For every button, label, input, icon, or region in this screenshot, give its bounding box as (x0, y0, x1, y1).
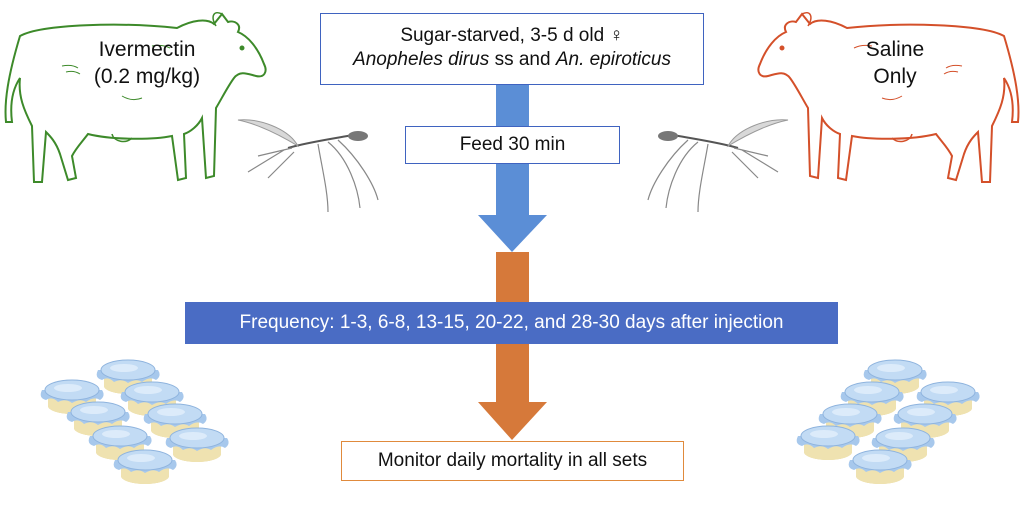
mosquito-icon (237, 118, 379, 213)
mosquito-cup-icon (796, 359, 981, 485)
mosquito-description-line1: Sugar-starved, 3-5 d old ♀ (400, 25, 624, 46)
ivermectin-label: Ivermectin (0.2 mg/kg) (82, 36, 212, 90)
saline-label-line1: Saline (865, 38, 925, 61)
frequency-bar: Frequency: 1-3, 6-8, 13-15, 20-22, and 2… (185, 302, 838, 344)
mosquito-description-box: Sugar-starved, 3-5 d old ♀ Anopheles dir… (320, 13, 704, 85)
saline-label-line2: Only (873, 65, 917, 88)
ss-and: ss and (489, 49, 556, 70)
mosquito-icon (647, 118, 789, 213)
saline-label: Saline Only (845, 36, 945, 90)
species-b: An. epiroticus (555, 49, 671, 70)
feed-box: Feed 30 min (405, 126, 620, 164)
ivermectin-label-line2: (0.2 mg/kg) (93, 65, 201, 88)
blue-arrow-head (478, 215, 547, 252)
species-a: Anopheles dirus (353, 49, 490, 70)
orange-arrow-head (478, 402, 547, 440)
mosquito-description-line2: Anopheles dirus ss and An. epiroticus (321, 48, 703, 72)
mosquito-cup-icon (40, 359, 230, 485)
monitor-box: Monitor daily mortality in all sets (341, 441, 684, 481)
ivermectin-label-line1: Ivermectin (98, 38, 196, 61)
